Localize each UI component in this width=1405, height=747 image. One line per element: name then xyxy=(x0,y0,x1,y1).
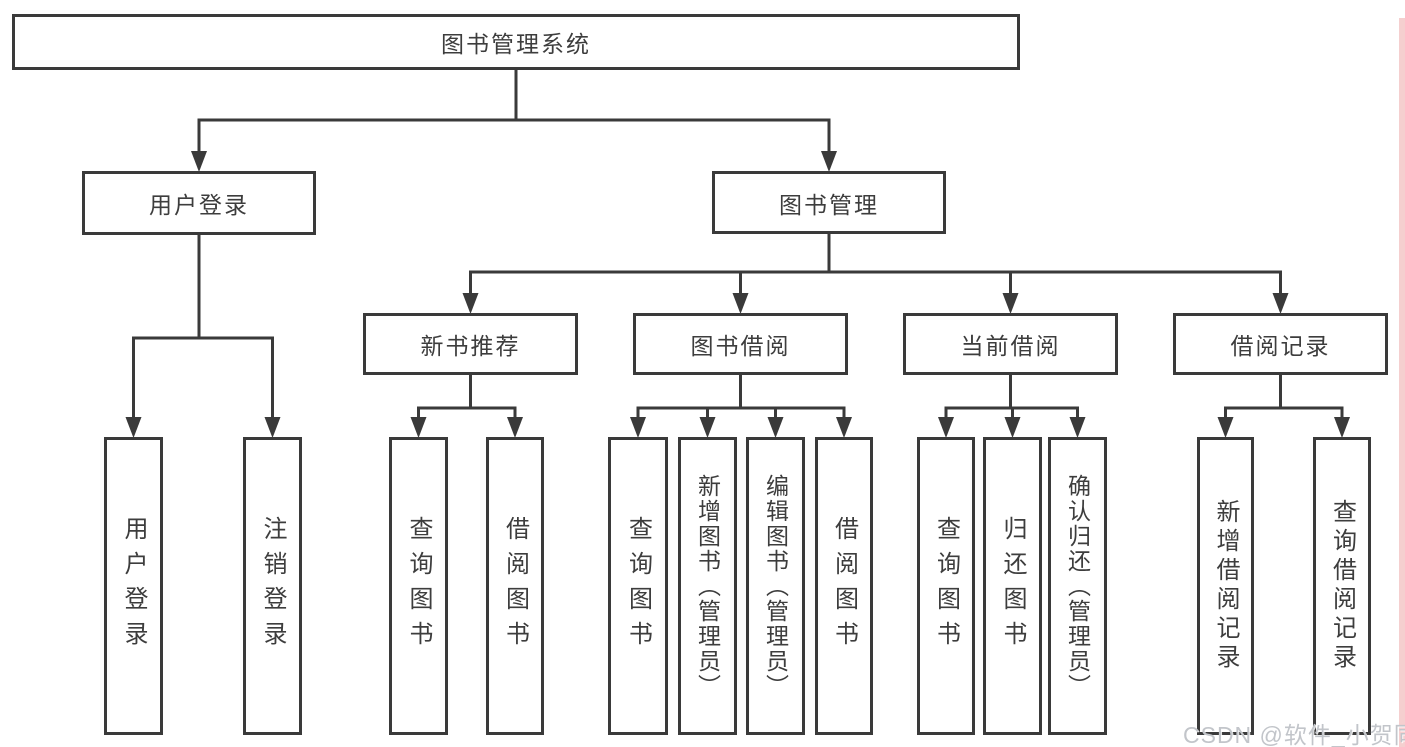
node-label: 借阅记录 xyxy=(1230,333,1331,359)
node-label: 图书管理 xyxy=(779,191,879,218)
node-current-borrow: 当前借阅 xyxy=(903,313,1118,375)
node-book-borrow: 图书借阅 xyxy=(633,313,848,375)
node-label: 归还图书 xyxy=(999,516,1026,656)
node-label: 查询图书 xyxy=(405,516,432,656)
node-bb-borrow: 借阅图书 xyxy=(815,437,873,735)
node-nbr-borrow: 借阅图书 xyxy=(486,437,544,735)
node-bb-add: 新增图书（管理员） xyxy=(678,437,737,735)
node-cb-query: 查询图书 xyxy=(917,437,975,735)
node-label: 当前借阅 xyxy=(960,333,1061,359)
node-label: 查询图书 xyxy=(624,516,652,656)
node-label: 借阅图书 xyxy=(830,516,858,656)
node-login: 用户登录 xyxy=(104,437,163,735)
node-borrow-record: 借阅记录 xyxy=(1173,313,1388,375)
node-root: 图书管理系统 xyxy=(12,14,1020,70)
node-nbr-query: 查询图书 xyxy=(389,437,448,735)
node-logout: 注销登录 xyxy=(243,437,302,735)
node-bb-query: 查询图书 xyxy=(608,437,668,735)
node-bb-edit: 编辑图书（管理员） xyxy=(746,437,805,735)
node-label: 新书推荐 xyxy=(420,333,521,359)
node-label: 借阅图书 xyxy=(501,516,529,656)
node-label: 新增图书（管理员） xyxy=(694,473,721,699)
node-label: 确认归还（管理员） xyxy=(1064,473,1091,699)
node-label: 新增借阅记录 xyxy=(1212,499,1239,673)
node-user-login: 用户登录 xyxy=(82,171,316,235)
node-label: 图书借阅 xyxy=(690,333,791,359)
node-label: 查询图书 xyxy=(932,516,960,656)
node-label: 用户登录 xyxy=(149,192,249,218)
node-label: 图书管理系统 xyxy=(441,31,591,57)
node-cb-confirm: 确认归还（管理员） xyxy=(1048,437,1107,735)
node-cb-return: 归还图书 xyxy=(983,437,1042,735)
node-new-book-rec: 新书推荐 xyxy=(363,313,578,375)
node-br-add: 新增借阅记录 xyxy=(1197,437,1254,735)
node-label: 编辑图书（管理员） xyxy=(762,473,789,699)
node-br-query: 查询借阅记录 xyxy=(1313,437,1371,735)
node-label: 用户登录 xyxy=(120,516,147,656)
node-label: 注销登录 xyxy=(259,516,286,656)
node-book-mgmt: 图书管理 xyxy=(712,171,946,234)
edge-strip-decoration xyxy=(1399,18,1405,747)
watermark-text: CSDN @软件_小贺同学 xyxy=(1183,722,1405,747)
node-label: 查询借阅记录 xyxy=(1328,499,1356,673)
